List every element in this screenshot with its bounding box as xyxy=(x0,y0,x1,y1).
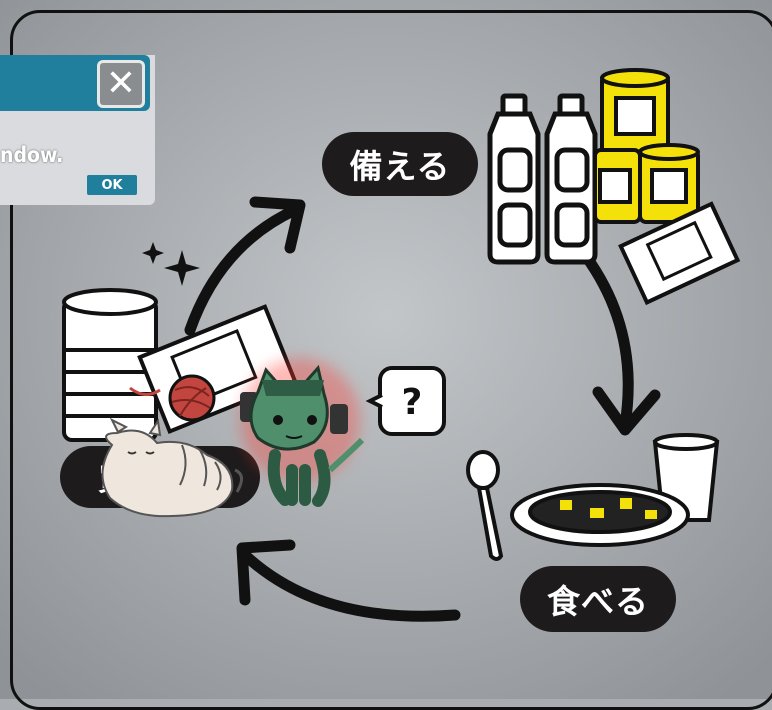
notice-dialog: ✕ ndow. OK xyxy=(0,55,155,205)
zombie-cat-character[interactable] xyxy=(240,358,365,507)
arrow-down xyxy=(579,249,634,431)
curry-plate-icon xyxy=(510,483,690,547)
ok-button[interactable]: OK xyxy=(87,175,137,195)
arrow-head-up xyxy=(249,196,306,254)
sparkle-icon xyxy=(142,242,200,286)
yarn-ball-icon xyxy=(129,374,216,422)
water-bottles-icon xyxy=(487,93,598,265)
close-button[interactable]: ✕ xyxy=(97,60,145,108)
arrow-head-down xyxy=(592,386,661,436)
arrow-up-right xyxy=(184,204,301,336)
arrow-left xyxy=(239,549,461,622)
dialog-message: ndow. xyxy=(0,143,64,167)
yellow-cans-icon xyxy=(593,68,700,224)
cycle-arrows xyxy=(184,196,661,622)
label-eat: 食べる xyxy=(520,566,676,632)
spoon-icon xyxy=(466,450,504,561)
close-icon: ✕ xyxy=(105,63,137,104)
arrow-head-left xyxy=(236,539,296,606)
food-pouch-icon xyxy=(618,201,741,306)
label-prepare: 備える xyxy=(322,132,478,196)
speech-bubble xyxy=(365,366,446,436)
speech-bubble-text: ? xyxy=(401,381,423,423)
